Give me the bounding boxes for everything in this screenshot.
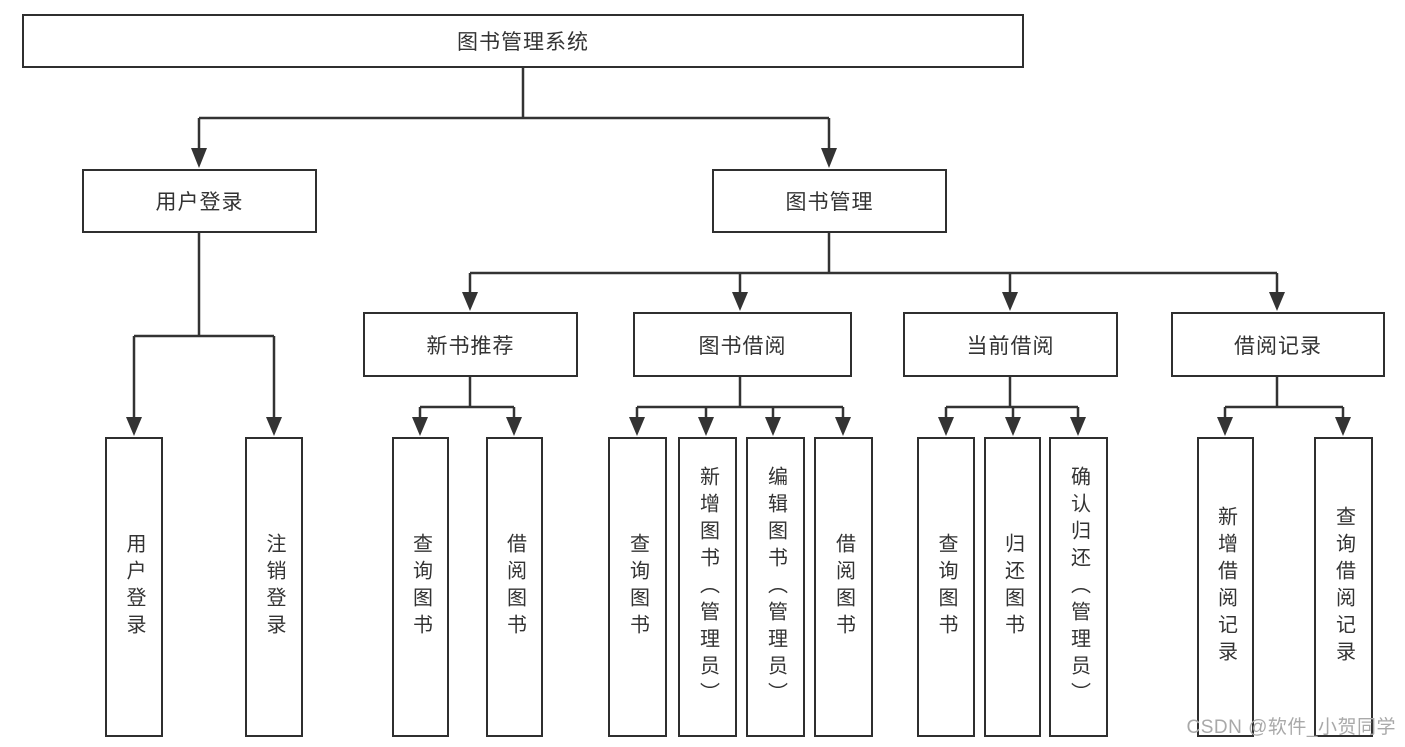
connector-new-book-children [418,377,516,418]
node-label: 图书管理 [785,191,874,214]
leaf-query-books-current: 查询图书 [917,437,975,737]
leaf-label: 借阅图书 [503,533,526,641]
leaf-confirm-return-admin: 确认归还（管理员） [1049,437,1108,737]
leaf-add-book-admin: 新增图书（管理员） [678,437,737,737]
node-label: 当前借阅 [966,334,1055,358]
leaf-logout: 注销登录 [245,437,303,737]
leaf-label: 确认归还（管理员） [1067,465,1090,709]
leaf-query-borrow-record: 查询借阅记录 [1314,437,1373,737]
leaf-label: 查询图书 [409,533,432,641]
leaf-label: 归还图书 [1001,533,1024,641]
connector-root-to-level2 [197,68,831,150]
node-book-management: 图书管理 [712,169,947,233]
leaf-label: 查询图书 [626,533,649,641]
watermark: CSDN @软件_小贺同学 [1186,717,1396,738]
leaf-label: 编辑图书（管理员） [764,465,787,709]
node-book-borrowing: 图书借阅 [633,312,852,377]
leaf-label: 新增图书（管理员） [696,465,719,709]
node-library-system: 图书管理系统 [22,14,1024,68]
node-label: 借阅记录 [1234,334,1322,358]
leaf-label: 查询图书 [935,533,957,641]
leaf-label: 新增借阅记录 [1214,506,1237,668]
connector-book-borrow-children [635,377,845,418]
connector-user-login-children [132,232,276,418]
leaf-query-books-borrowing: 查询图书 [608,437,667,737]
arrowheads [126,148,1351,436]
node-label: 新书推荐 [426,334,515,358]
node-label: 图书借阅 [698,334,787,358]
leaf-add-borrow-record: 新增借阅记录 [1197,437,1254,737]
node-user-login: 用户登录 [82,169,317,233]
node-borrowing-records: 借阅记录 [1171,312,1385,377]
leaf-edit-book-admin: 编辑图书（管理员） [746,437,805,737]
node-current-borrowing: 当前借阅 [903,312,1118,377]
leaf-user-login: 用户登录 [105,437,163,737]
leaf-query-books-recommendation: 查询图书 [392,437,449,737]
leaf-label: 查询借阅记录 [1332,506,1355,668]
connector-current-borrow-children [944,377,1080,418]
leaf-label: 注销登录 [263,533,285,641]
leaf-return-book: 归还图书 [984,437,1041,737]
leaf-label: 用户登录 [123,533,145,641]
node-label: 图书管理系统 [457,31,589,54]
node-new-book-recommendation: 新书推荐 [363,312,578,377]
leaf-borrow-books-recommendation: 借阅图书 [486,437,543,737]
node-label: 用户登录 [155,191,244,214]
leaf-borrow-books-borrowing: 借阅图书 [814,437,873,737]
connector-book-mgmt-children [468,233,1279,293]
connector-borrow-records-children [1223,377,1345,418]
leaf-label: 借阅图书 [832,533,855,641]
